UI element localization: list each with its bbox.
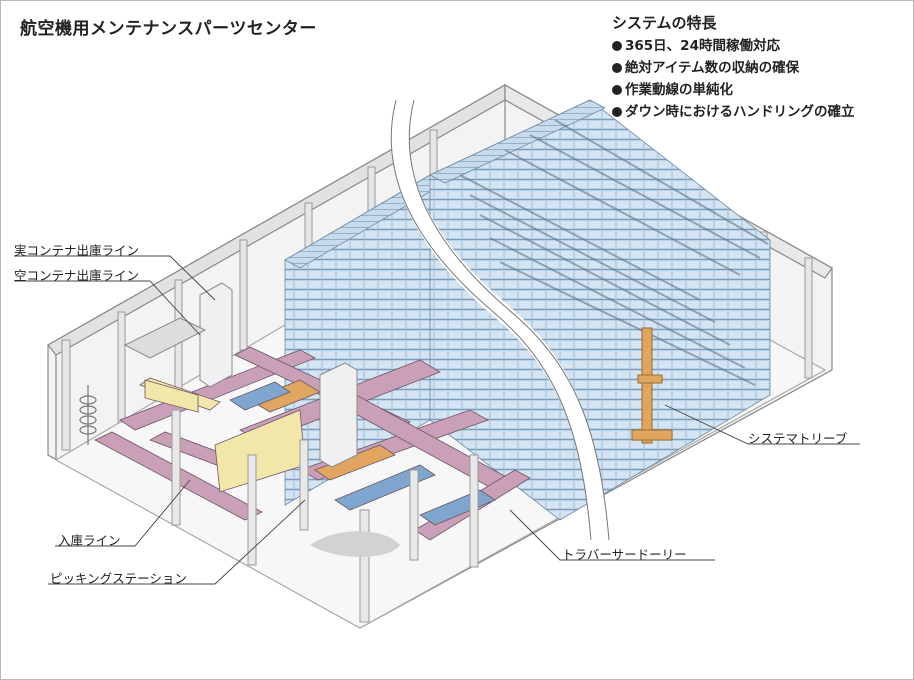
callout-full-container-out: 実コンテナ出庫ライン bbox=[14, 243, 140, 258]
features-panel: システムの特長 365日、24時間稼働対応 絶対アイテム数の収納の確保 作業動線… bbox=[612, 12, 855, 123]
stacker-crane bbox=[631, 327, 673, 444]
callout-picking-station: ピッキングステーション bbox=[50, 571, 187, 586]
bullet-icon bbox=[612, 85, 622, 95]
page-title: 航空機用メンテナンスパーツセンター bbox=[20, 19, 317, 39]
bullet-icon bbox=[612, 63, 622, 73]
cutaway-curve bbox=[391, 97, 609, 541]
feature-item: ダウン時におけるハンドリングの確立 bbox=[612, 101, 855, 123]
features-heading: システムの特長 bbox=[612, 14, 717, 32]
callout-system-trip: システマトリーブ bbox=[748, 431, 848, 446]
spiral-stair bbox=[79, 385, 97, 445]
callout-traverser: トラバーサードーリー bbox=[562, 547, 687, 562]
callout-empty-container-out: 空コンテナ出庫ライン bbox=[14, 268, 140, 283]
container-towers bbox=[199, 282, 358, 468]
rack-block-right bbox=[429, 99, 771, 521]
feature-item: 絶対アイテム数の収納の確保 bbox=[612, 57, 855, 79]
bullet-icon bbox=[612, 41, 622, 51]
mezzanine-platform bbox=[123, 317, 207, 359]
leader-lines bbox=[14, 255, 860, 585]
feature-item: 作業動線の単純化 bbox=[612, 79, 855, 101]
feature-item: 365日、24時間稼働対応 bbox=[612, 35, 855, 57]
floor-columns bbox=[171, 409, 479, 623]
bullet-icon bbox=[612, 107, 622, 117]
floor-area bbox=[310, 531, 400, 558]
features-list: 365日、24時間稼働対応 絶対アイテム数の収納の確保 作業動線の単純化 ダウン… bbox=[612, 35, 855, 123]
callout-receiving-line: 入庫ライン bbox=[58, 533, 121, 548]
